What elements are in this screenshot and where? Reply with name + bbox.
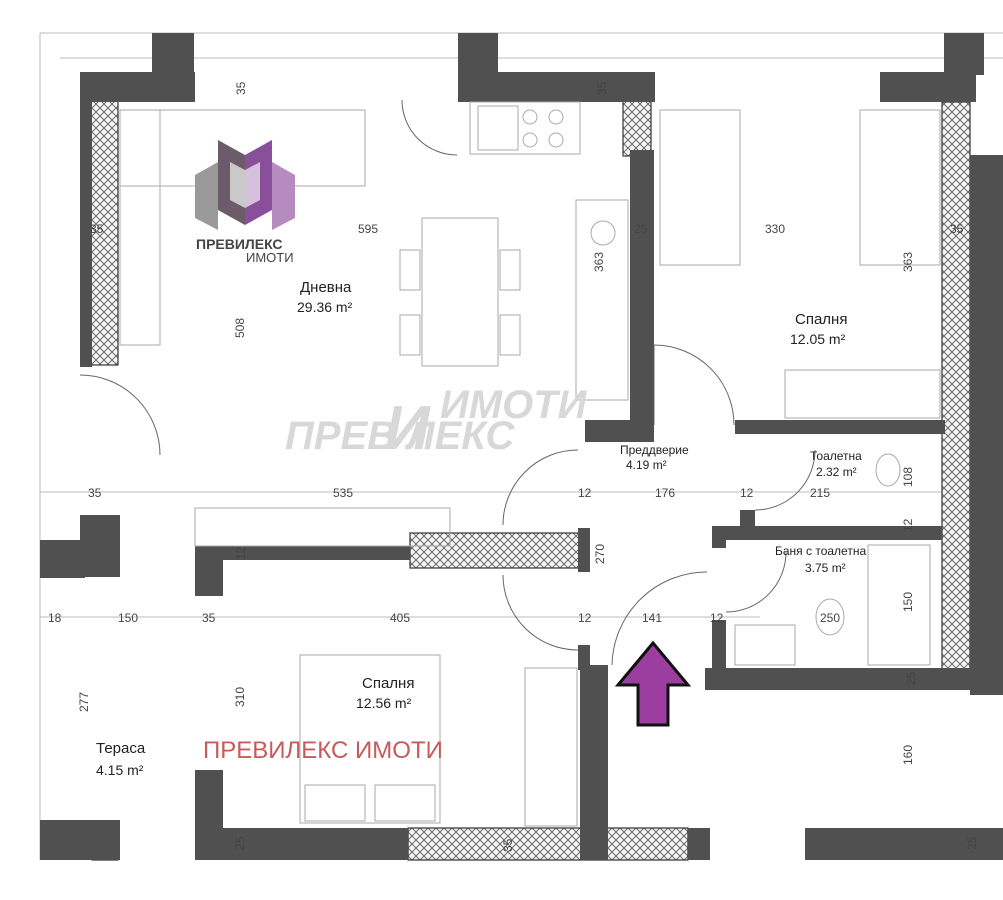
dim-label: 108	[901, 467, 915, 487]
furniture	[119, 101, 941, 827]
dim-label: 363	[901, 252, 915, 272]
entrance-arrow-icon	[614, 640, 692, 727]
room-bathroom-name: Баня с тоалетна	[775, 544, 866, 558]
dim-label: 25	[233, 836, 247, 850]
company-logo-icon	[195, 140, 295, 230]
dim-label: 12	[710, 611, 724, 625]
dim-label: 508	[233, 318, 247, 338]
dim-label: 405	[390, 611, 410, 625]
dim-label: 363	[592, 252, 606, 272]
dim-label: 25	[634, 222, 648, 236]
dim-label: 12	[740, 486, 754, 500]
dim-label: 18	[48, 611, 62, 625]
dim-label: 150	[901, 592, 915, 612]
dim-label: 35	[595, 81, 609, 95]
logo-text-top: ПРЕВИЛЕКС	[196, 236, 283, 252]
dim-label: 12	[578, 486, 592, 500]
dim-label: 310	[233, 687, 247, 707]
room-bedroom2-name: Спалня	[362, 675, 414, 692]
room-toilet-name: Тоалетна	[810, 449, 862, 463]
room-living-name: Дневна	[300, 279, 352, 296]
doors	[79, 99, 816, 666]
solid-walls	[40, 33, 1003, 860]
dim-label: 35	[950, 222, 964, 236]
room-living-area: 29.36 m²	[297, 299, 353, 315]
dim-label: 35	[90, 222, 104, 236]
dim-label: 176	[655, 486, 675, 500]
room-hall-name: Преддверие	[620, 443, 689, 457]
dim-label: 35	[202, 611, 216, 625]
guide-lines	[39, 32, 1003, 860]
room-bathroom-area: 3.75 m²	[805, 561, 846, 575]
dim-label: 330	[765, 222, 785, 236]
dim-label: 35	[234, 81, 248, 95]
room-hall-area: 4.19 m²	[626, 458, 667, 472]
dim-label: 250	[820, 611, 840, 625]
watermark-top: ИМОТИ	[440, 383, 588, 427]
dim-label: 150	[118, 611, 138, 625]
watermark-red: ПРЕВИЛЕКС ИМОТИ	[203, 737, 443, 764]
dimension-labels: 35 35 35 595 25 330 35 363 363 508 35 53…	[48, 81, 979, 852]
dim-label: 141	[642, 611, 662, 625]
dim-label: 595	[358, 222, 378, 236]
dim-label: 25	[904, 671, 918, 685]
dim-label: 12	[234, 546, 248, 560]
dim-label: 160	[901, 745, 915, 765]
dim-label: 25	[965, 836, 979, 850]
dim-label: 215	[810, 486, 830, 500]
room-bedroom1-name: Спалня	[795, 311, 847, 328]
dim-label: 277	[77, 692, 91, 712]
room-toilet-area: 2.32 m²	[816, 465, 857, 479]
dim-label: 35	[88, 486, 102, 500]
room-terrace-name: Тераса	[96, 740, 146, 757]
dim-label: 12	[901, 518, 915, 532]
room-terrace-area: 4.15 m²	[96, 762, 144, 778]
dim-label: 535	[333, 486, 353, 500]
logo-text-bottom: ИМОТИ	[246, 250, 294, 265]
dim-label: 12	[578, 611, 592, 625]
dim-label: 270	[593, 544, 607, 564]
watermark-letter: И	[385, 394, 431, 463]
room-bedroom1-area: 12.05 m²	[790, 331, 846, 347]
room-bedroom2-area: 12.56 m²	[356, 695, 412, 711]
dim-label: 35	[501, 838, 515, 852]
watermark-bottom: ПРЕВ ЛЕКС	[285, 414, 515, 458]
